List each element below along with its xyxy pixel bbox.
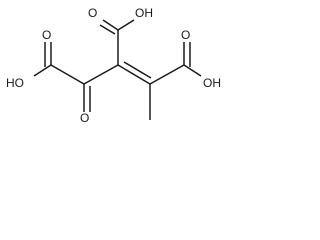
bond-top-carboxyl-c-oh <box>117 19 135 31</box>
bond-c-to-right-carboxyl <box>149 64 185 85</box>
chemical-structure-diagram: OH O O HO O O OH <box>6 6 221 125</box>
atom-label-o-top-left: O <box>42 28 51 42</box>
atom-label-o-top: O <box>88 6 97 20</box>
atom-label-oh-top: OH <box>135 6 153 20</box>
bond-central-c-c-double-inner <box>123 61 152 79</box>
atom-label-o-ketone: O <box>80 111 89 125</box>
bond-central-c-c-double <box>117 64 151 85</box>
bond-top-carboxyl-c-o-double <box>102 19 119 31</box>
bond-right-carboxyl-c-oh <box>183 64 202 77</box>
bond-ketone-c-to-left-carboxyl <box>50 64 85 85</box>
bond-left-carboxyl-c-oh <box>33 64 52 77</box>
atom-label-ho-left: HO <box>6 76 24 90</box>
bond-top-carboxyl-c-o-double-inner <box>99 24 116 35</box>
atom-label-oh-right: OH <box>203 76 221 90</box>
bond-c-to-ketone-c <box>83 64 119 85</box>
atom-label-o-right-upper: O <box>181 28 190 42</box>
